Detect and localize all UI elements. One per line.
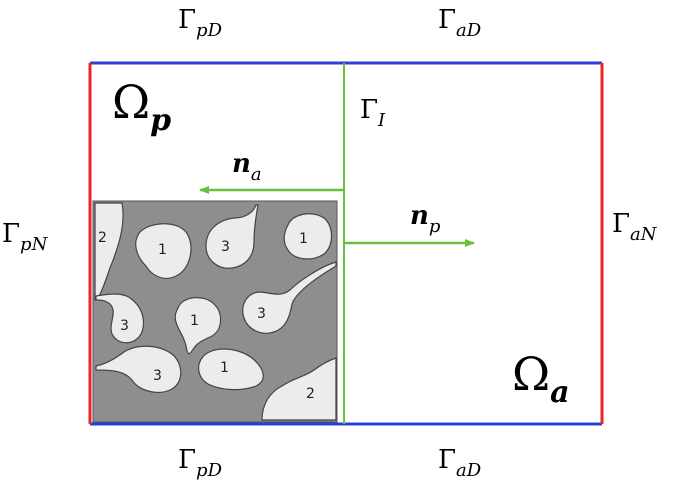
label-normal-np: np (410, 201, 441, 237)
inclusion-label: 2 (306, 386, 315, 402)
inclusion-label: 1 (299, 231, 308, 247)
inclusion-label: 3 (153, 368, 162, 384)
inclusion-label: 3 (120, 318, 129, 334)
inclusion-label: 2 (98, 230, 107, 246)
label-gamma-interface: ΓI (360, 95, 386, 131)
label-gamma-ad-top: ΓaD (438, 5, 482, 41)
inclusion-1-c (174, 297, 222, 355)
inclusion-3-c (242, 261, 337, 334)
label-gamma-pn: ΓpN (2, 219, 49, 255)
inclusion-2-right (261, 357, 337, 421)
inclusion-3-d (95, 345, 182, 393)
inclusion-label: 3 (257, 306, 266, 322)
inclusion-3-a (205, 204, 259, 269)
inclusion-1-a (135, 223, 192, 279)
microstructure-inset: 2 1 3 1 3 1 3 3 1 2 (92, 200, 338, 423)
label-omega-a: Ωa (512, 347, 570, 410)
inclusion-1-b (283, 213, 333, 260)
inclusion-label: 1 (220, 360, 229, 376)
label-gamma-an: ΓaN (612, 209, 658, 245)
label-normal-na: na (232, 149, 262, 185)
inclusion-3-b (95, 293, 145, 344)
label-gamma-pd-top: ΓpD (178, 5, 223, 41)
label-gamma-pd-bottom: ΓpD (178, 445, 223, 481)
inclusion-label: 1 (190, 313, 199, 329)
label-omega-p: Ωp (112, 75, 171, 138)
label-gamma-ad-bottom: ΓaD (438, 445, 482, 481)
inclusion-label: 3 (221, 239, 230, 255)
inclusion-label: 1 (158, 242, 167, 258)
inclusion-1-d (198, 348, 264, 391)
